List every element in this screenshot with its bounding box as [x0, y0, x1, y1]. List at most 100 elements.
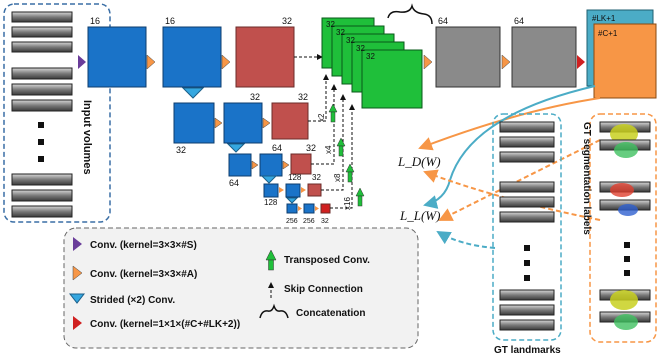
dec1-block	[435, 26, 501, 88]
enc3-block-b	[259, 153, 283, 177]
encoder-level-3: 64 64 32	[228, 143, 316, 188]
enc4a-channels: 128	[264, 198, 278, 207]
enc1c-channels: 32	[282, 16, 292, 26]
legend-concat-text: Concatenation	[296, 308, 365, 319]
encoder-level-1: 16 16 32	[78, 16, 295, 99]
legend: Conv. (kernel=3×3×#S) Conv. (kernel=3×3×…	[63, 227, 419, 349]
gt-landmarks-label: GT landmarks	[494, 345, 561, 356]
transposed-conv-x2: x2	[317, 103, 338, 123]
enc2-block-b	[223, 102, 263, 144]
enc2-block-a	[173, 102, 215, 144]
skip-level-4	[321, 94, 346, 191]
legend-conv-a-text: Conv. (kernel=3×3×#A)	[90, 269, 197, 280]
gt-landmarks-panel: GT landmarks	[492, 113, 562, 356]
ellipsis-dots	[38, 122, 44, 162]
skip-level-2	[308, 74, 329, 122]
concat-ch-4: 32	[356, 44, 365, 53]
enc4-block-b	[285, 183, 301, 198]
enc1-block-a	[87, 26, 147, 88]
legend-strided: Strided (×2) Conv.	[68, 293, 175, 306]
enc3-block-a	[228, 153, 252, 177]
gt-segmentation-label: GT segmentation labels	[581, 122, 592, 235]
gt-segmentation-panel: GT segmentation labels	[581, 113, 657, 343]
enc5a-channels: 256	[286, 218, 298, 225]
upsample-label-x4: x4	[324, 145, 333, 154]
seg-output-to-dice-loss	[418, 97, 601, 151]
enc1-block-c	[235, 26, 295, 88]
enc3a-channels: 64	[229, 178, 239, 188]
enc1a-channels: 16	[90, 16, 100, 26]
legend-skip: Skip Connection	[268, 282, 363, 298]
enc5-block-b	[303, 203, 315, 214]
legend-conv-s: Conv. (kernel=3×3×#S)	[73, 237, 197, 251]
segmentation-output-block	[593, 23, 657, 99]
encoder-level-2: 32 32 32	[173, 92, 309, 155]
concat-ch-2: 32	[336, 28, 345, 37]
dice-loss-label: L_D(W)	[397, 154, 441, 169]
upsample-label-x8: x8	[333, 173, 342, 182]
legend-strided-text: Strided (×2) Conv.	[90, 295, 175, 306]
enc4c-channels: 32	[312, 173, 321, 182]
transposed-convs: x2 x4 x8 x16	[317, 103, 365, 210]
legend-concat: Concatenation	[259, 303, 365, 319]
legend-skip-text: Skip Connection	[284, 284, 363, 295]
concatenation-stack: 32 32 32 32 32	[321, 3, 433, 109]
output-blocks: #LK+1 #C+1	[586, 9, 657, 99]
input-volumes-panel: Input volumes	[3, 3, 111, 223]
enc1b-channels: 16	[165, 16, 175, 26]
enc3-block-c	[290, 153, 312, 175]
decoder: 64 64	[423, 16, 585, 88]
loss-arrows	[418, 85, 601, 249]
dec1-channels: 64	[438, 16, 448, 26]
skip-connections	[294, 54, 355, 209]
legend-conv-1x1-text: Conv. (kernel=1×1×(#C+#LK+2))	[90, 319, 240, 330]
concat-ch-1: 32	[326, 20, 335, 29]
transposed-conv-x16: x16	[343, 187, 365, 210]
dec2-channels: 64	[514, 16, 524, 26]
enc5b-channels: 256	[303, 218, 315, 225]
enc4b-channels: 128	[288, 173, 302, 182]
encoder-level-4: 128 128 32	[263, 173, 322, 207]
legend-conv-s-text: Conv. (kernel=3×3×#S)	[90, 240, 197, 251]
enc4-block-c	[307, 183, 322, 197]
concatenation-brace	[387, 3, 433, 25]
upsample-label-x16: x16	[343, 197, 352, 210]
landmark-output-to-landmark-loss	[423, 85, 596, 209]
transposed-conv-x4: x4	[324, 137, 346, 157]
encoder-level-5: 256 256 32	[286, 203, 331, 225]
landmark-loss-label: L_L(W)	[399, 208, 440, 223]
enc2b-top-channels: 32	[250, 92, 260, 102]
input-conv-s-arrow	[78, 55, 86, 69]
concat-ch-5: 32	[366, 52, 375, 61]
input-volume-stack-2	[11, 67, 73, 112]
enc5-block-a	[286, 203, 298, 214]
segmentation-output-channels: #C+1	[598, 29, 618, 38]
input-volume-stack-3	[11, 173, 73, 218]
enc3c-channels: 32	[306, 143, 316, 153]
input-volumes-label: Input volumes	[81, 100, 93, 175]
enc4-block-a	[263, 183, 279, 198]
legend-conv-1x1: Conv. (kernel=1×1×(#C+#LK+2))	[73, 316, 240, 330]
legend-transposed-text: Transposed Conv.	[284, 255, 370, 266]
skip-level-5	[330, 104, 355, 209]
enc1-block-b	[162, 26, 222, 88]
enc2c-channels: 32	[298, 92, 308, 102]
legend-conv-a: Conv. (kernel=3×3×#A)	[72, 265, 197, 281]
strided-conv-2	[226, 143, 246, 153]
legend-transposed: Transposed Conv.	[265, 249, 370, 271]
strided-conv-1	[181, 87, 205, 99]
gt-landmarks-to-landmark-loss	[436, 230, 496, 249]
dec2-block	[511, 26, 577, 88]
transposed-conv-x8: x8	[333, 163, 355, 183]
strided-conv-4	[285, 197, 299, 204]
final-1x1-conv	[577, 55, 585, 69]
gt-seg-to-landmark-loss	[438, 139, 601, 221]
strided-conv-3	[260, 175, 278, 184]
upsample-label-x2: x2	[317, 113, 326, 122]
enc3b-channels: 64	[272, 143, 282, 153]
enc5-block-c	[320, 203, 331, 214]
concat-ch-3: 32	[346, 36, 355, 45]
landmark-output-channels: #LK+1	[592, 14, 616, 23]
loss-labels: L_D(W) L_L(W)	[397, 154, 441, 223]
